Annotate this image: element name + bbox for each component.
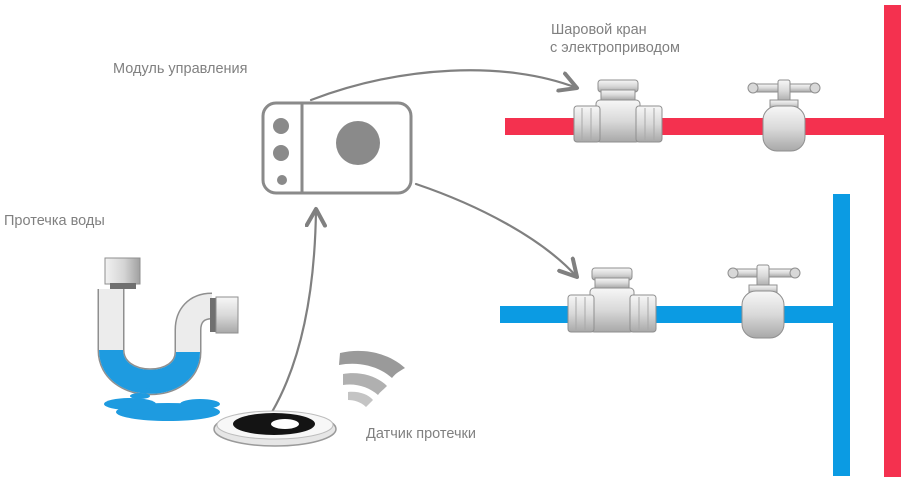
- leak-sensor-label: Датчик протечки: [366, 426, 476, 442]
- water-leak-label: Протечка воды: [4, 213, 105, 229]
- arrow-module-to-hot-valve: [309, 69, 577, 102]
- wireless-signal-icon: [339, 350, 405, 407]
- ball-valve-label: Шаровой кран с электроприводом: [550, 21, 680, 57]
- faucet-valve-icon: [727, 264, 801, 339]
- drain-pipe-icon: [97, 257, 239, 396]
- cold-water-pipe: [500, 194, 850, 476]
- ball-valve-icon: [567, 267, 657, 333]
- ball-valve-label-line-1: Шаровой кран: [551, 22, 647, 38]
- ball-valve-label-line-2: с электроприводом: [550, 40, 680, 56]
- ball-valve-icon: [573, 79, 663, 143]
- water-puddle-icon: [104, 383, 220, 421]
- faucet-valve-icon: [747, 79, 821, 152]
- control-module-label: Модуль управления: [113, 61, 248, 77]
- arrow-module-to-cold-valve: [414, 182, 577, 277]
- signal-arrows: [270, 69, 577, 414]
- control-module-icon: [261, 101, 413, 195]
- leak-sensor-icon: [213, 410, 337, 447]
- arrow-sensor-to-module: [270, 209, 316, 414]
